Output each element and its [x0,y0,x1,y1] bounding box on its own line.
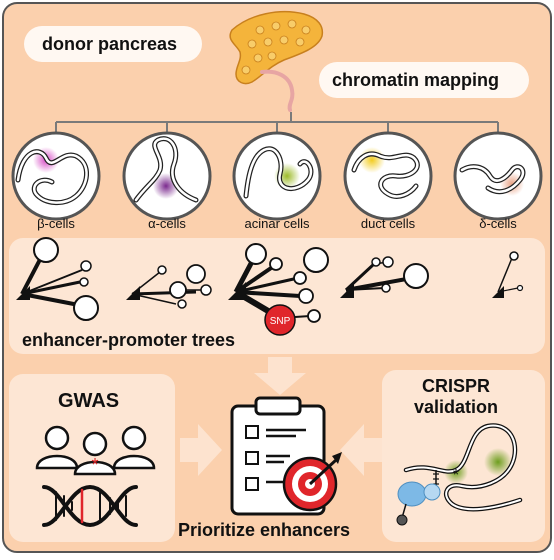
gwas-title: GWAS [58,390,120,412]
tree-beta [16,237,99,321]
cell-label-beta: β-cells [37,216,75,231]
crispr-illustration: * [403,423,523,512]
cell-duct [343,131,433,221]
svg-text:*: * [91,455,98,475]
cell-acinar [232,131,322,221]
snp-marker [264,304,296,336]
gwas-panel [9,374,175,542]
arrow-right [180,424,222,476]
prioritize-title: Prioritize enhancers [178,520,351,540]
population-icon: * [35,425,156,476]
cell-label-acinar: acinar cells [244,216,310,231]
donor-pancreas-label: donor pancreas [42,34,178,54]
chromatin-mapping-label: chromatin mapping [332,70,500,90]
cell-beta [11,131,101,221]
donor-pill [24,26,202,62]
cell-alpha [122,131,212,221]
tree-acinar: SNP [228,243,329,336]
crispr-title-line2: validation [414,397,499,417]
snp-label: SNP [270,316,291,327]
tree-delta [492,251,524,298]
cell-label-duct: duct cells [360,216,416,231]
cas9-complex-icon [396,470,441,526]
arrow-down [254,357,306,395]
chromatin-pill [319,62,529,98]
arrow-left [340,424,382,476]
cell-delta [453,131,543,221]
tree-duct [340,256,429,298]
svg-text:*: * [453,467,459,484]
tree-alpha [126,264,212,309]
trees-title: enhancer-promoter trees [22,330,236,350]
dna-helix-icon [42,484,138,528]
bullseye-target-icon [282,452,342,512]
cell-label-alpha: α-cells [148,216,186,231]
crispr-title-line1: CRISPR [422,376,491,396]
cell-label-delta: δ-cells [479,216,517,231]
flow-arrows [180,357,382,476]
pancreas-illustration [229,11,324,112]
